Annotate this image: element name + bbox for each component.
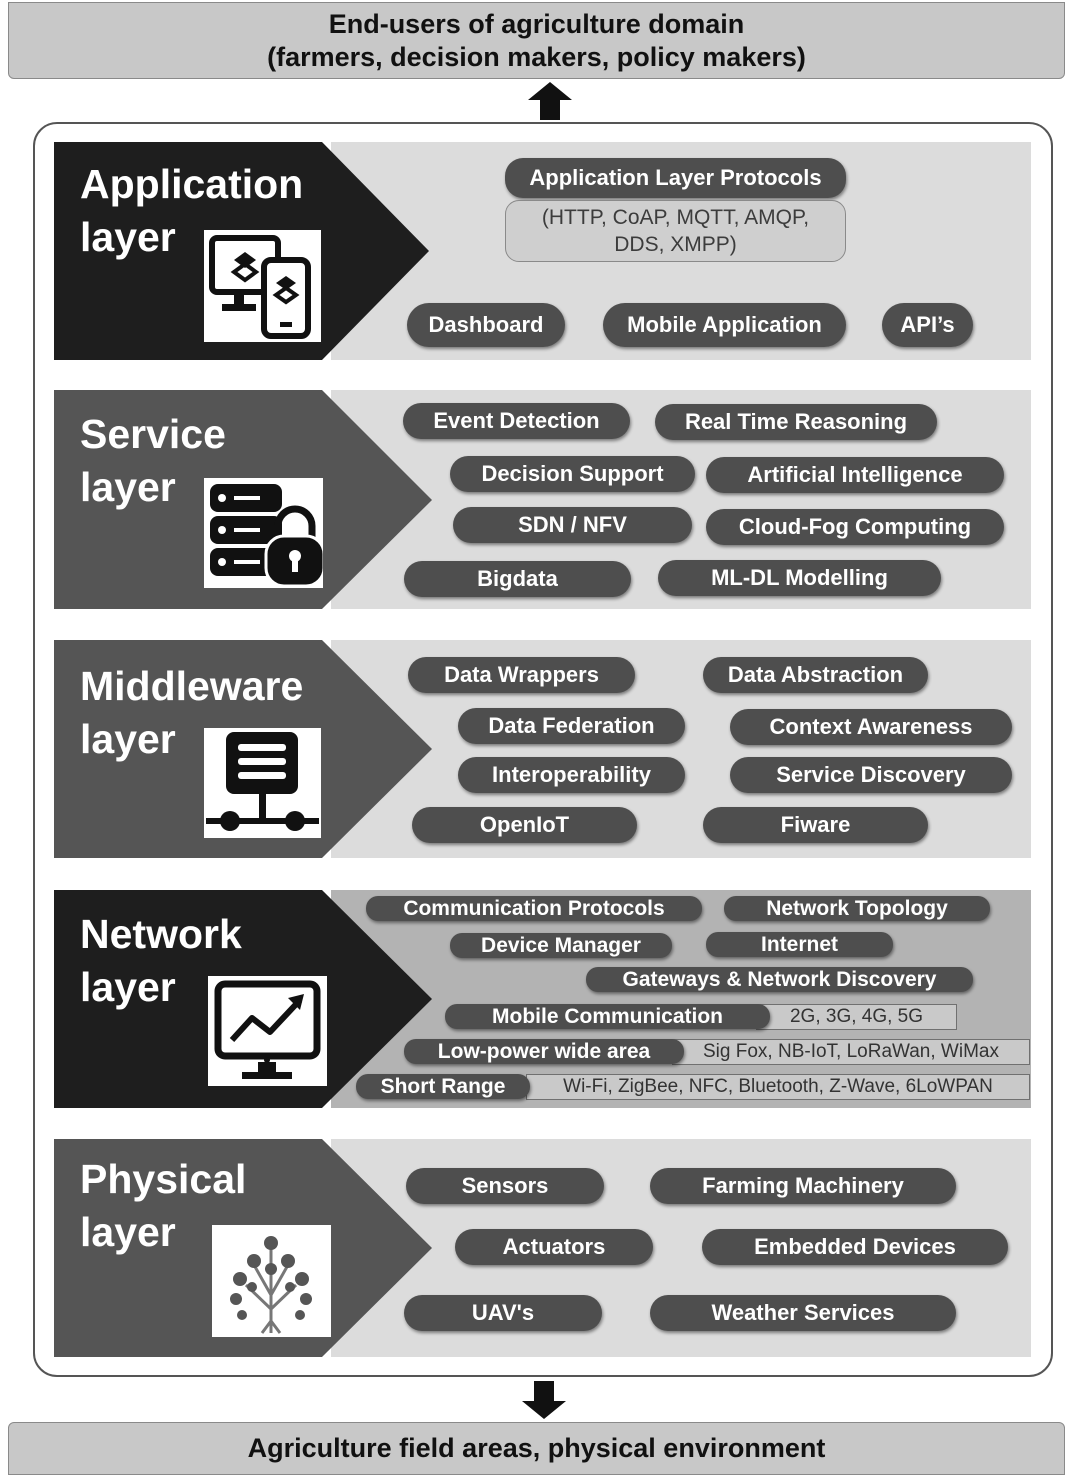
bottom-banner-text: Agriculture field areas, physical enviro…	[247, 1433, 826, 1463]
service-layer: Service layer Event Detection Real Time …	[54, 390, 1031, 609]
arrow-up-icon	[528, 82, 572, 120]
layer-item: Communication Protocols	[366, 896, 702, 921]
layer-item: Data Abstraction	[703, 657, 928, 693]
protocols-line2: DDS, XMPP)	[614, 233, 737, 256]
arrow-down-icon	[522, 1381, 566, 1419]
layer-item: SDN / NFV	[453, 507, 692, 543]
layer-background	[331, 890, 1031, 1108]
protocols-title-pill: Application Layer Protocols	[505, 158, 846, 198]
layer-item: Fiware	[703, 807, 928, 843]
layer-name: Physical layer	[80, 1156, 247, 1255]
layer-name: Application layer	[80, 161, 304, 260]
layer-item: Mobile Application	[603, 303, 846, 347]
server-network-icon	[204, 728, 321, 838]
layer-item: Actuators	[455, 1229, 653, 1265]
tech-tree-icon	[212, 1225, 331, 1337]
devices-icon	[204, 230, 321, 342]
layer-item: ML-DL Modelling	[658, 560, 941, 596]
layer-item: Decision Support	[450, 456, 695, 492]
mobile-generations: 2G, 3G, 4G, 5G	[756, 1004, 957, 1030]
physical-layer: Physical layer Sensors Farming Machinery…	[54, 1139, 1031, 1357]
layer-item: Dashboard	[407, 303, 565, 347]
secure-database-icon	[204, 478, 326, 588]
layer-name: Middleware layer	[80, 663, 304, 762]
protocols-list: (HTTP, CoAP, MQTT, AMQP, DDS, XMPP)	[505, 200, 846, 262]
lpwa-pill: Low-power wide area	[404, 1039, 684, 1064]
layer-item: OpenIoT	[412, 807, 637, 843]
application-layer: Application layer Application Layer Prot…	[54, 142, 1031, 360]
layer-item: Network Topology	[724, 896, 990, 921]
layer-item: Service Discovery	[730, 757, 1012, 793]
layer-item: Internet	[706, 932, 893, 957]
layer-name: Network layer	[80, 911, 242, 1010]
layer-item: Event Detection	[403, 403, 630, 439]
top-banner-line1: End-users of agriculture domain	[328, 8, 745, 39]
lpwa-technologies: Sig Fox, NB-IoT, LoRaWan, WiMax	[672, 1039, 1030, 1065]
top-banner: End-users of agriculture domain (farmers…	[8, 2, 1065, 79]
layer-item: Data Federation	[458, 708, 685, 744]
layer-item: Artificial Intelligence	[706, 457, 1004, 493]
middleware-layer: Middleware layer Data Wrappers Data Abst…	[54, 640, 1031, 858]
layer-item: Gateways & Network Discovery	[586, 967, 973, 992]
short-range-technologies: Wi-Fi, ZigBee, NFC, Bluetooth, Z-Wave, 6…	[526, 1074, 1030, 1100]
monitor-chart-icon	[208, 976, 327, 1086]
short-range-pill: Short Range	[356, 1074, 530, 1099]
layer-item: Embedded Devices	[702, 1229, 1008, 1265]
top-banner-line2: (farmers, decision makers, policy makers…	[267, 41, 806, 72]
layer-item: Interoperability	[458, 757, 685, 793]
layer-item: Device Manager	[450, 933, 672, 958]
layer-item: API’s	[882, 303, 973, 347]
layer-item: Sensors	[406, 1168, 604, 1204]
layer-item: Data Wrappers	[408, 657, 635, 693]
layer-item: UAV's	[404, 1295, 602, 1331]
architecture-frame	[33, 122, 1053, 1377]
layer-item: Real Time Reasoning	[655, 404, 937, 440]
protocols-line1: (HTTP, CoAP, MQTT, AMQP,	[541, 206, 810, 229]
layer-item: Bigdata	[404, 561, 631, 597]
layer-item: Farming Machinery	[650, 1168, 956, 1204]
layer-item: Cloud-Fog Computing	[706, 509, 1004, 545]
bottom-banner: Agriculture field areas, physical enviro…	[8, 1422, 1065, 1475]
layer-item: Context Awareness	[730, 709, 1012, 745]
mobile-communication-pill: Mobile Communication	[445, 1004, 770, 1029]
layer-item: Weather Services	[650, 1295, 956, 1331]
layer-name: Service layer	[80, 411, 226, 510]
network-layer: Network layer Communication Protocols Ne…	[54, 890, 1031, 1108]
